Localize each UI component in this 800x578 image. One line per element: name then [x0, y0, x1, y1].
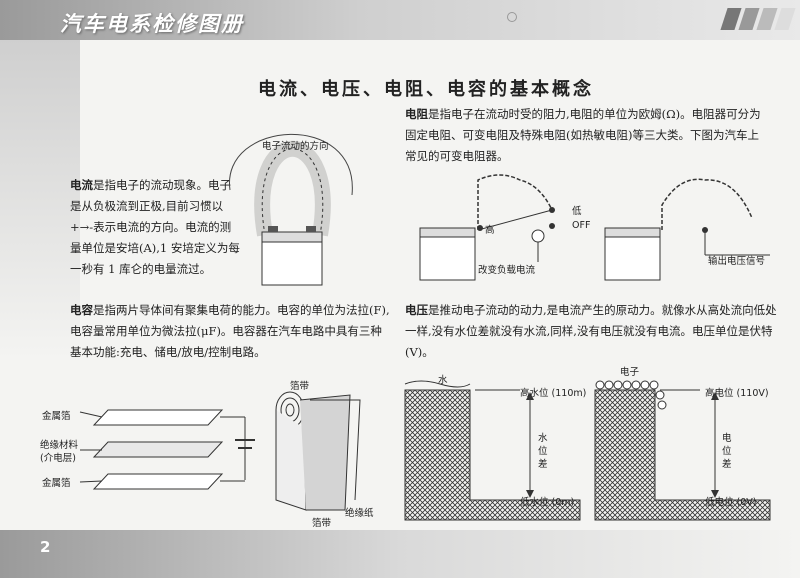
current-term: 电流	[70, 178, 93, 192]
variable-resistor-2	[604, 178, 770, 281]
foil-strip-label: 箔带	[312, 518, 332, 529]
battery-body	[261, 239, 323, 286]
capacitor-plates-diagram	[79, 409, 255, 490]
metal-foil-label: 金属箔	[42, 478, 71, 489]
resistance-text: 是指电子在流动时受的阻力,电阻的单位为欧姆(Ω)。电阻器可分为固定电阻、可变电阻…	[405, 107, 761, 163]
high-water-level-label: 高水位 (110m)	[520, 388, 587, 399]
voltage-paragraph: 电压是推动电子流动的动力,是电流产生的原动力。就像水从高处流向低处一样,没有水位…	[405, 300, 780, 363]
high-label: 高	[485, 225, 495, 236]
voltage-text: 是推动电子流动的动力,是电流产生的原动力。就像水从高处流向低处一样,没有水位差就…	[405, 303, 777, 359]
off-label: OFF	[572, 220, 591, 231]
battery-terminal-icon	[268, 226, 278, 232]
resistance-term: 电阻	[405, 107, 428, 121]
bulb-icon	[531, 229, 545, 243]
battery-terminal-icon	[306, 226, 316, 232]
high-potential-label: 高电位 (110V)	[705, 388, 769, 399]
electron-label: 电子	[620, 367, 640, 378]
water-label: 水	[438, 375, 448, 386]
registration-mark	[507, 12, 517, 22]
page-title: 电流、电压、电阻、电容的基本概念	[258, 79, 594, 100]
capacitor-paragraph: 电容是指两片导体间有聚集电荷的能力。电容的单位为法拉(F),电容量常用单位为微法…	[70, 300, 390, 363]
rolled-capacitor-diagram	[275, 391, 361, 511]
header-decoration	[0, 40, 80, 360]
metal-foil-label: 金属箔	[42, 411, 71, 422]
insulation-paper-label: 绝缘纸	[345, 508, 374, 519]
page-header	[0, 0, 800, 40]
current-text: 是指电子的流动现象。电子是从负极流到正极,目前习惯以+→-表示电流的方向。电流的…	[70, 178, 240, 276]
dielectric-sub-label: (介电层)	[40, 453, 76, 464]
page-footer	[0, 530, 800, 578]
current-paragraph: 电流是指电子的流动现象。电子是从负极流到正极,目前习惯以+→-表示电流的方向。电…	[70, 175, 240, 280]
low-potential-label: 低电位 (0V)	[705, 497, 757, 508]
variable-resistor-1	[419, 174, 555, 281]
low-water-level-label: 低水位 (0m)	[520, 497, 575, 508]
foil-strip-label: 箔带	[290, 381, 310, 392]
page-number: 2	[40, 538, 51, 556]
output-voltage-signal-label: 输出电压信号	[708, 256, 766, 267]
change-load-current-label: 改变负载电流	[478, 265, 536, 276]
water-level-diagram	[404, 380, 581, 521]
electron-flow-diagram	[229, 133, 353, 286]
capacitor-term: 电容	[70, 303, 93, 317]
resistance-paragraph: 电阻是指电子在流动时受的阻力,电阻的单位为欧姆(Ω)。电阻器可分为固定电阻、可变…	[405, 104, 770, 167]
electron-flow-label: 电子流动的方向	[262, 141, 329, 152]
voltage-term: 电压	[405, 303, 428, 317]
book-title: 汽车电系检修图册	[60, 12, 244, 36]
potential-diff-label: 电位差	[722, 433, 732, 470]
electric-potential-diagram	[594, 380, 771, 521]
low-label: 低	[572, 206, 582, 217]
dielectric-label: 绝缘材料	[40, 440, 79, 451]
capacitor-text: 是指两片导体间有聚集电荷的能力。电容的单位为法拉(F),电容量常用单位为微法拉(…	[70, 303, 390, 359]
water-level-diff-label: 水位差	[538, 433, 548, 470]
